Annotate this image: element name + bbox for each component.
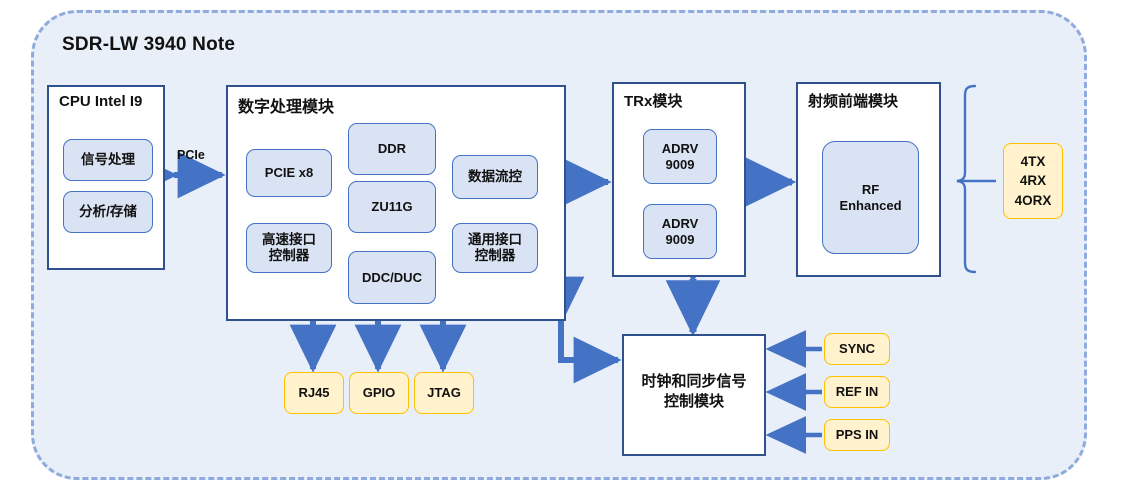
module-rf-frontend[interactable]: 射频前端模块 RF Enhanced bbox=[796, 82, 941, 277]
module-digital-title: 数字处理模块 bbox=[238, 99, 335, 116]
io-port-sync[interactable]: SYNC bbox=[824, 333, 890, 365]
chip-general-interface-controller[interactable]: 通用接口 控制器 bbox=[452, 223, 538, 273]
chip-pcie-x8[interactable]: PCIE x8 bbox=[246, 149, 332, 197]
system-title: SDR-LW 3940 Note bbox=[62, 34, 236, 55]
module-clock-sync[interactable]: 时钟和同步信号 控制模块 bbox=[622, 334, 766, 456]
module-rf-frontend-title: 射频前端模块 bbox=[808, 93, 899, 110]
chip-ddc-duc[interactable]: DDC/DUC bbox=[348, 251, 436, 304]
chip-high-speed-interface-controller[interactable]: 高速接口 控制器 bbox=[246, 223, 332, 273]
module-cpu[interactable]: CPU Intel I9 信号处理 分析/存储 bbox=[47, 85, 165, 270]
module-cpu-title: CPU Intel I9 bbox=[59, 93, 143, 110]
chip-analysis-storage[interactable]: 分析/存储 bbox=[63, 191, 153, 233]
module-digital-processing[interactable]: 数字处理模块 PCIE x8 高速接口 控制器 DDR ZU11G DDC/DU… bbox=[226, 85, 566, 321]
label-pcie: PCIe bbox=[177, 148, 205, 162]
module-trx-title: TRx模块 bbox=[624, 93, 683, 110]
io-port-antenna-count[interactable]: 4TX 4RX 4ORX bbox=[1003, 143, 1063, 219]
chip-signal-processing[interactable]: 信号处理 bbox=[63, 139, 153, 181]
module-trx[interactable]: TRx模块 ADRV 9009 ADRV 9009 bbox=[612, 82, 746, 277]
io-port-gpio[interactable]: GPIO bbox=[349, 372, 409, 414]
io-port-ref-in[interactable]: REF IN bbox=[824, 376, 890, 408]
io-port-pps-in[interactable]: PPS IN bbox=[824, 419, 890, 451]
chip-zu11g[interactable]: ZU11G bbox=[348, 181, 436, 233]
chip-adrv9009-1[interactable]: ADRV 9009 bbox=[643, 129, 717, 184]
io-port-jtag[interactable]: JTAG bbox=[414, 372, 474, 414]
chip-data-flow-control[interactable]: 数据流控 bbox=[452, 155, 538, 199]
module-clock-sync-title: 时钟和同步信号 控制模块 bbox=[641, 373, 747, 411]
chip-adrv9009-2[interactable]: ADRV 9009 bbox=[643, 204, 717, 259]
chip-ddr[interactable]: DDR bbox=[348, 123, 436, 175]
chip-rf-enhanced[interactable]: RF Enhanced bbox=[822, 141, 919, 254]
io-port-rj45[interactable]: RJ45 bbox=[284, 372, 344, 414]
